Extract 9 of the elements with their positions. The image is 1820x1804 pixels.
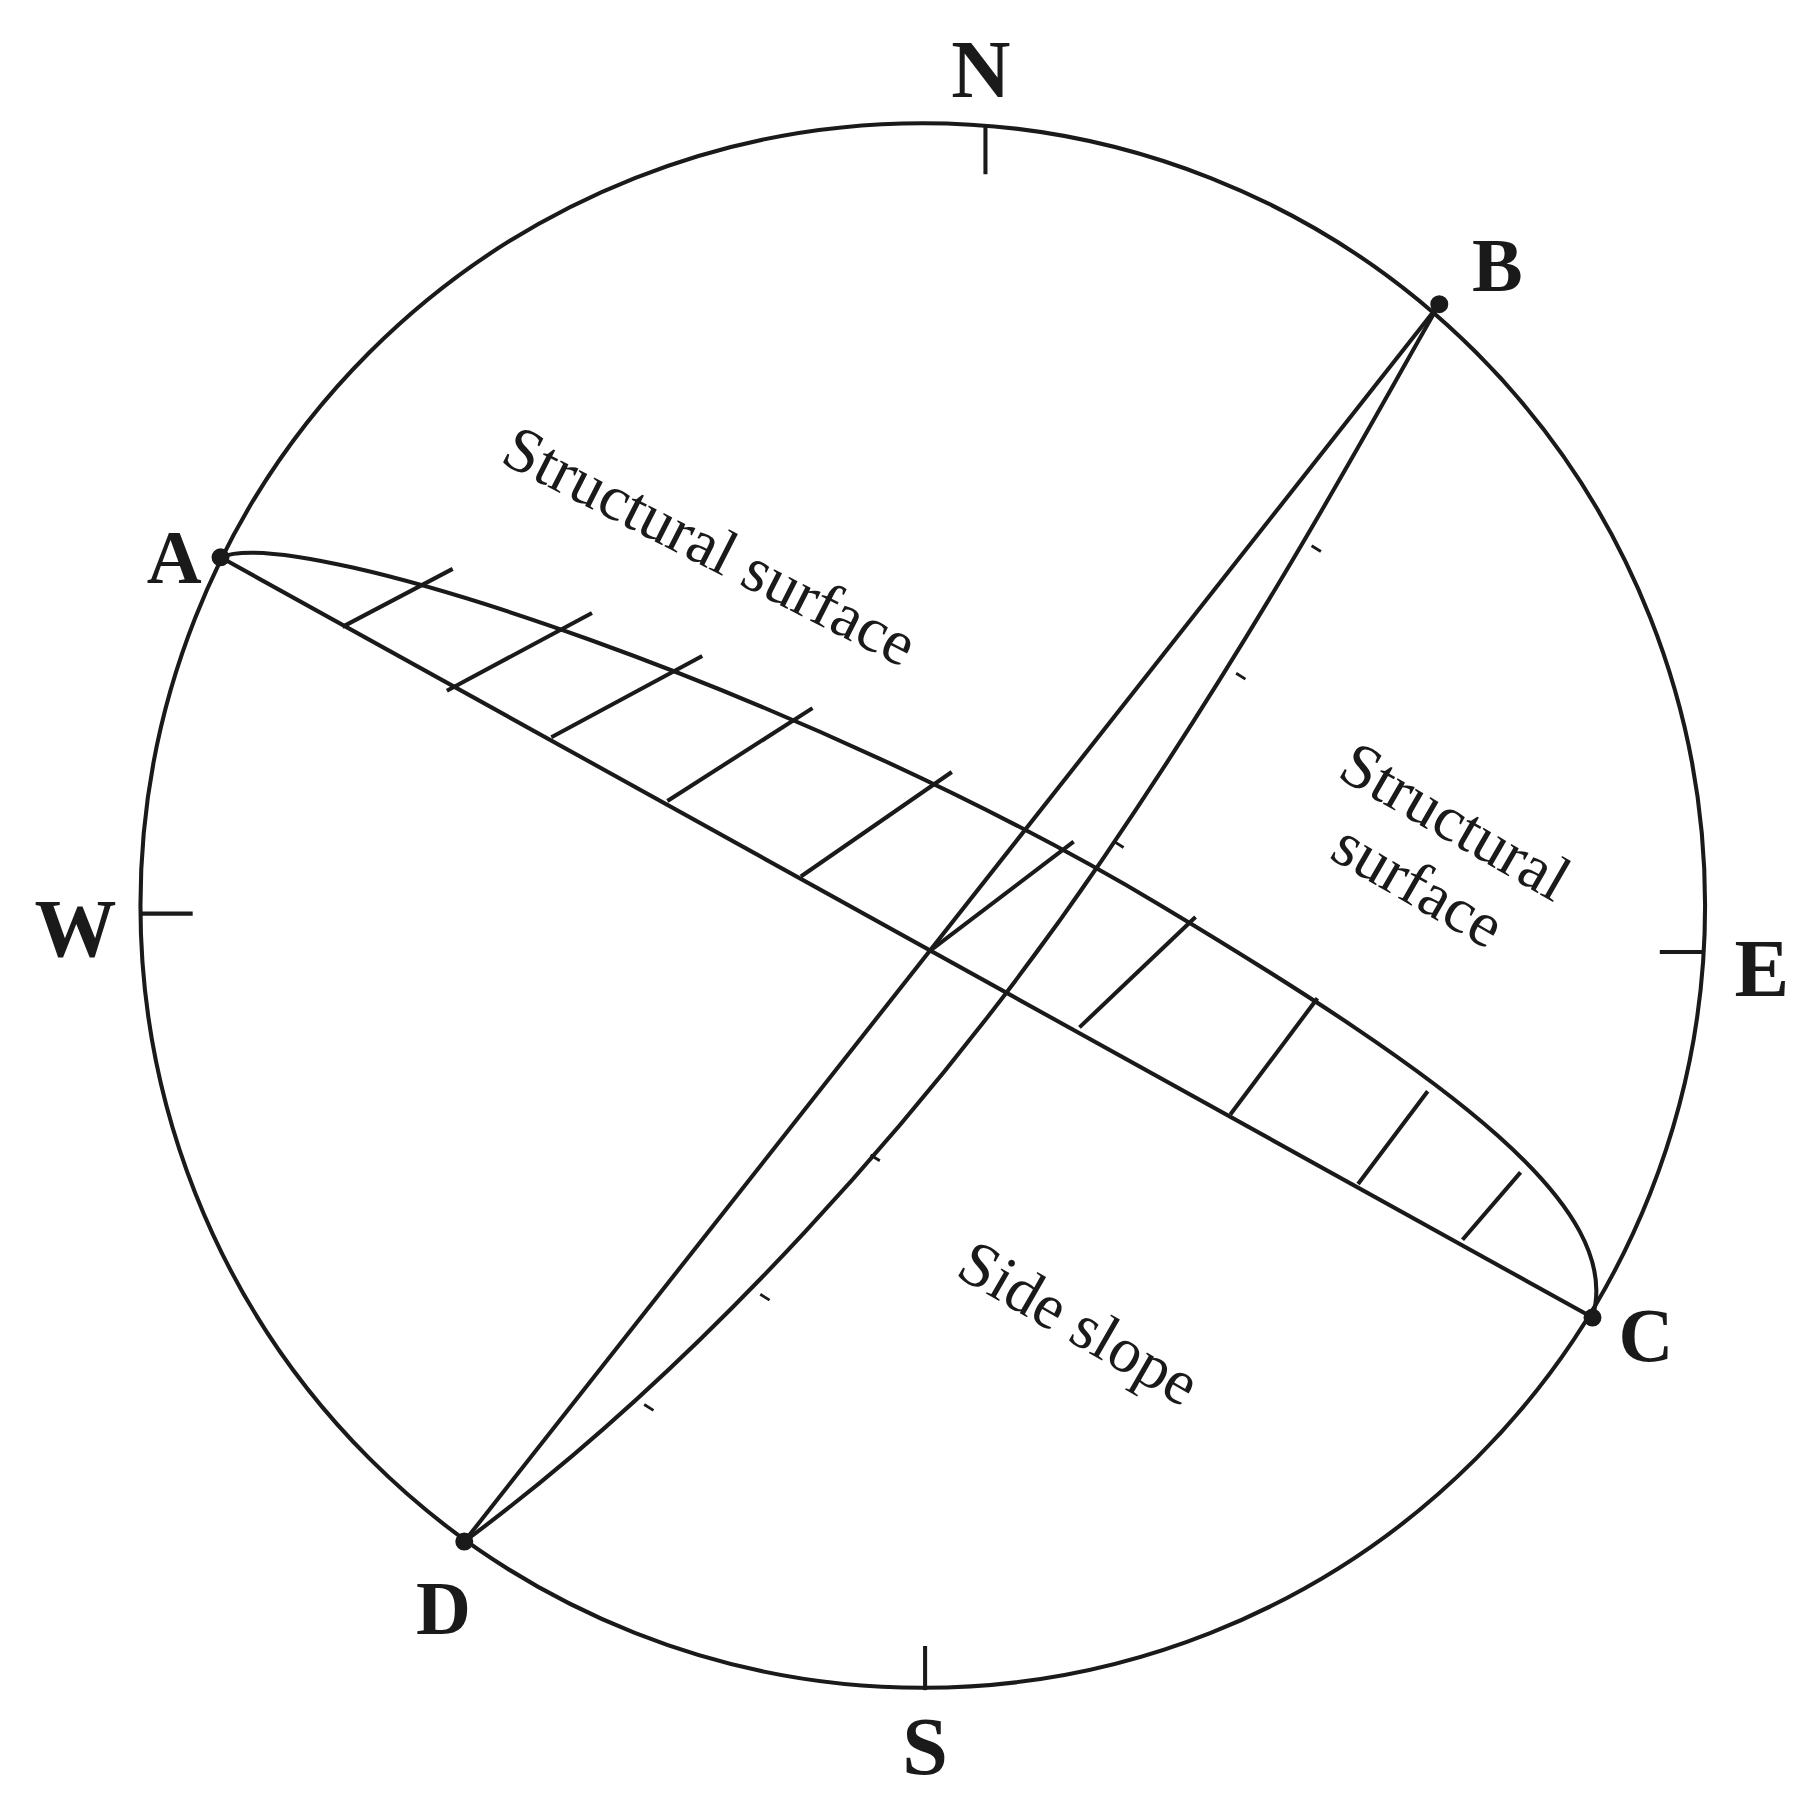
compass-label: S [902, 1705, 948, 1788]
point-label: A [146, 519, 202, 596]
compass-label: E [1734, 928, 1790, 1011]
point-label: C [1618, 1296, 1674, 1373]
compass-label: N [951, 28, 1011, 111]
plane-label: Side slope [948, 1229, 1211, 1418]
point-label: D [415, 1569, 471, 1646]
point-label: B [1471, 226, 1523, 303]
compass-label: W [34, 887, 117, 970]
